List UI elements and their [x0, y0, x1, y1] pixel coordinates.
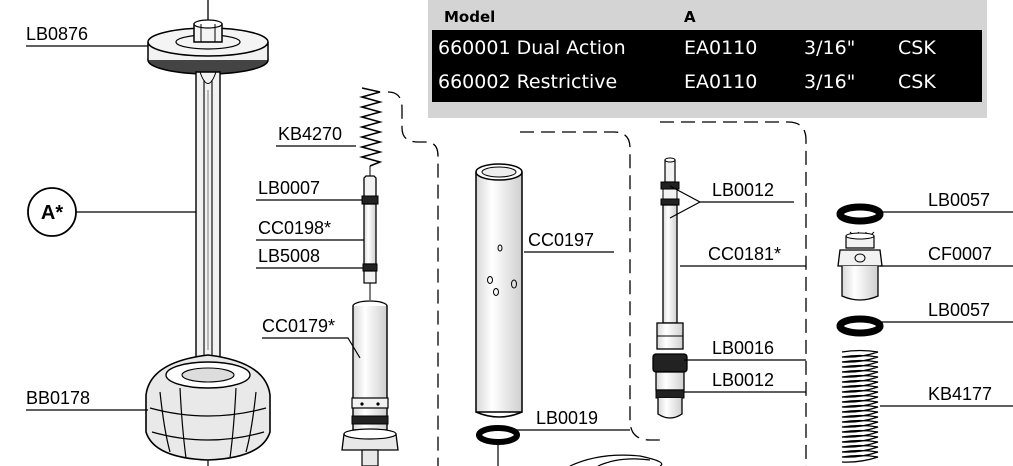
header-model: Model: [444, 8, 496, 26]
model-table: Model A 660001 Dual Action EA0110 3/16" …: [428, 0, 987, 118]
tube-part: [475, 163, 663, 466]
label-cc0198: CC0198*: [258, 218, 331, 238]
leader-lines: [26, 45, 1013, 431]
cell-model: 660001 Dual Action: [438, 37, 626, 59]
shaft-assembly: [145, 0, 271, 466]
cell-type: CSK: [898, 71, 936, 93]
label-lb0016: LB0016: [712, 338, 774, 358]
callout-badge-circle: [27, 187, 77, 237]
cell-type: CSK: [898, 37, 936, 59]
callout-badge-text: A*: [41, 202, 63, 224]
table-row: 660002 Restrictive EA0110 3/16" CSK: [432, 66, 982, 100]
valve-parts: [836, 203, 884, 463]
table-row: 660001 Dual Action EA0110 3/16" CSK: [432, 32, 982, 66]
label-bb0178: BB0178: [26, 388, 90, 408]
label-lb0012-top: LB0012: [712, 180, 774, 200]
label-cc0179: CC0179*: [262, 316, 335, 336]
cell-a: EA0110: [684, 37, 758, 59]
kit-outline-left: [387, 91, 439, 466]
label-lb0876: LB0876: [26, 24, 88, 44]
kit-outline-middle: [520, 131, 660, 441]
label-lb0057-top: LB0057: [928, 190, 990, 210]
cell-a: EA0110: [684, 71, 758, 93]
table-body: 660001 Dual Action EA0110 3/16" CSK 6600…: [432, 30, 982, 102]
label-cc0181: CC0181*: [708, 244, 781, 264]
label-lb0007: LB0007: [258, 178, 320, 198]
piston-shaft: [652, 157, 688, 419]
cell-size: 3/16": [804, 71, 856, 93]
label-lb0012-bottom: LB0012: [712, 370, 774, 390]
label-cf0007: CF0007: [928, 244, 992, 264]
label-lb0057-bottom: LB0057: [928, 300, 990, 320]
label-lb0019: LB0019: [536, 408, 598, 428]
kit-outline-right: [660, 121, 807, 466]
header-a: A: [684, 8, 696, 26]
cell-model: 660002 Restrictive: [438, 71, 618, 93]
label-kb4177: KB4177: [928, 384, 992, 404]
cell-size: 3/16": [804, 37, 856, 59]
label-cc0197: CC0197: [528, 230, 594, 250]
label-lb5008: LB5008: [258, 246, 320, 266]
spring-kb4177: [841, 349, 879, 463]
label-kb4270: KB4270: [278, 124, 342, 144]
pin-assembly: [341, 87, 399, 466]
